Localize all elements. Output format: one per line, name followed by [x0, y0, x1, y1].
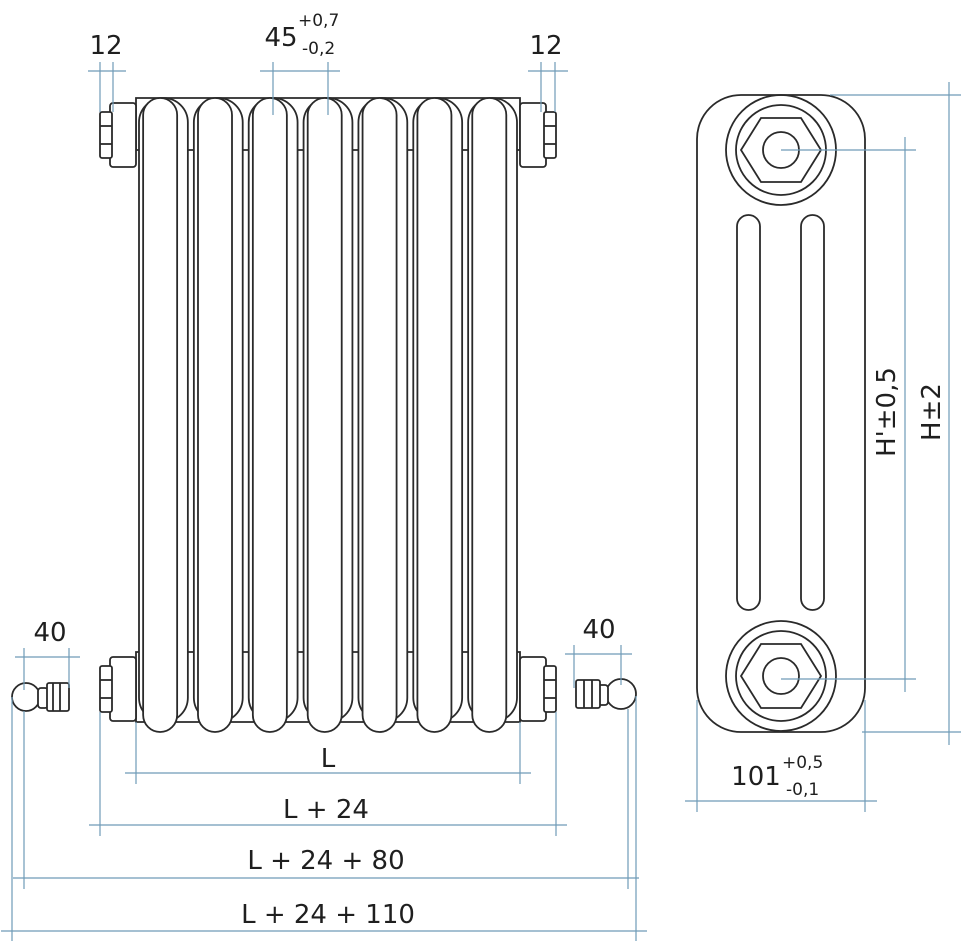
depth-label: 101	[731, 762, 781, 792]
dim-L24110-label: L + 24 + 110	[241, 900, 415, 930]
slot-right	[800, 214, 825, 611]
side-view: 101 +0,5 -0,1 H'±0,5 H±2	[685, 82, 961, 812]
plug-right-label: 12	[529, 31, 562, 61]
column-tube-5	[361, 97, 398, 733]
depth-tol-plus: +0,5	[782, 753, 823, 773]
dim-valve-right	[565, 645, 632, 688]
plug-left-label: 12	[89, 31, 122, 61]
pitch-tol-minus: -0,2	[302, 39, 335, 59]
section-profile	[696, 94, 866, 733]
valve-right	[575, 678, 637, 710]
dim-pitch	[260, 62, 340, 115]
slot-left	[736, 214, 761, 611]
column-tube-1	[142, 97, 179, 733]
front-view: 12 12 45 +0,7 -0,2 40 40 L L + 24 L + 24…	[1, 11, 647, 941]
valve-right-label: 40	[582, 615, 615, 645]
valve-left-label: 40	[33, 618, 66, 648]
column-tube-7	[471, 97, 508, 733]
dim-valve-left	[15, 648, 80, 690]
depth-tol-minus: -0,1	[786, 780, 819, 800]
dim-length-L24	[89, 712, 567, 836]
dim-depth	[685, 700, 877, 812]
plug-bottom-left	[99, 656, 137, 722]
hub-bottom	[725, 620, 837, 732]
dim-h-prime	[781, 137, 916, 692]
plug-bottom-right	[519, 656, 557, 722]
dim-plug-left	[88, 62, 126, 112]
column-tube-4	[306, 97, 343, 733]
column-tube-2	[197, 97, 233, 733]
dim-L2480-label: L + 24 + 80	[247, 846, 404, 876]
plug-top-right	[519, 102, 557, 168]
dim-L-label: L	[321, 744, 336, 774]
column-tube-3	[251, 97, 288, 733]
valve-left	[11, 682, 70, 712]
h-label: H±2	[917, 383, 947, 441]
radiator-columns	[138, 97, 518, 733]
dim-length-L2480	[13, 709, 639, 889]
dim-length-L	[125, 722, 531, 784]
pitch-label: 45	[264, 23, 297, 53]
dim-plug-right	[528, 62, 568, 112]
dim-length-L24110	[1, 696, 647, 941]
column-tube-6	[416, 97, 453, 733]
plug-top-left	[99, 102, 137, 168]
h-prime-label: H'±0,5	[872, 367, 902, 457]
dim-L24-label: L + 24	[283, 795, 369, 825]
dim-h	[830, 82, 961, 745]
pitch-tol-plus: +0,7	[298, 11, 339, 31]
